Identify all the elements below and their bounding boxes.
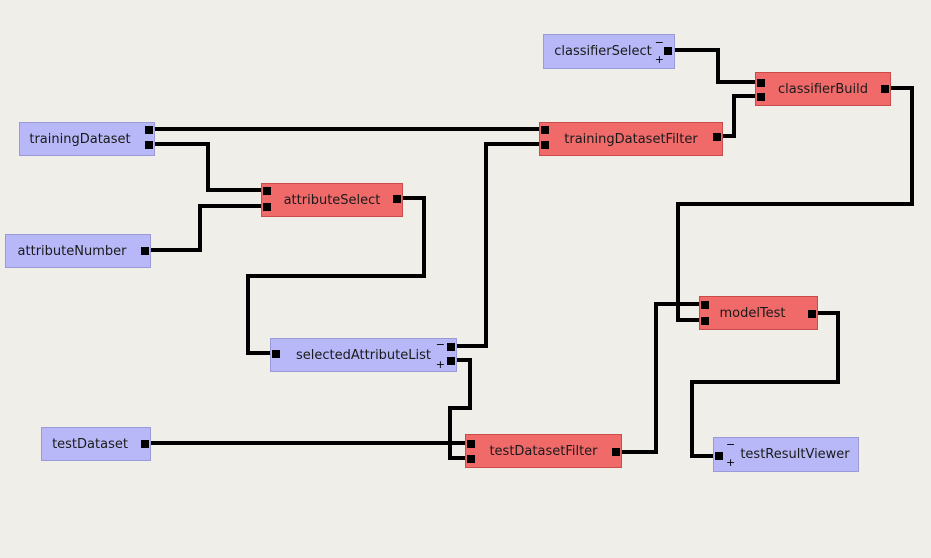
output-port[interactable] [447, 343, 455, 351]
testdatasetfilter-node[interactable]: testDatasetFilter [465, 434, 622, 468]
plus-sign-icon[interactable]: + [435, 358, 445, 371]
input-port[interactable] [757, 79, 765, 87]
wire-modeltest-testresultviewer [690, 311, 840, 458]
input-port[interactable] [715, 452, 723, 460]
node-label: trainingDatasetFilter [564, 131, 698, 147]
wire-attributeselect-selectedattributelist [246, 196, 426, 355]
output-port[interactable] [145, 126, 153, 134]
output-port[interactable] [141, 247, 149, 255]
output-port[interactable] [393, 195, 401, 203]
node-label: classifierSelect [554, 44, 652, 59]
trainingdataset-node[interactable]: trainingDataset [19, 122, 155, 156]
testresultviewer-node[interactable]: − + testResultViewer [713, 437, 859, 472]
input-port[interactable] [467, 440, 475, 448]
wire-trainingdatasetfilter-classifierbuild [718, 94, 760, 138]
output-port[interactable] [447, 357, 455, 365]
input-port[interactable] [701, 301, 709, 309]
input-port[interactable] [263, 187, 271, 195]
modeltest-node[interactable]: modelTest [699, 296, 818, 330]
classifierselect-node[interactable]: classifierSelect − + [543, 34, 675, 69]
input-port[interactable] [541, 126, 549, 134]
output-port[interactable] [612, 448, 620, 456]
plus-sign-icon[interactable]: + [654, 53, 664, 66]
node-label: testDataset [52, 436, 128, 452]
output-port[interactable] [808, 310, 816, 318]
wire-trainingdataset-attributeselect [150, 142, 266, 192]
node-label: modelTest [719, 305, 786, 321]
input-port[interactable] [467, 455, 475, 463]
classifierbuild-node[interactable]: classifierBuild [755, 72, 891, 106]
plus-sign-icon[interactable]: + [726, 456, 736, 469]
input-port[interactable] [263, 203, 271, 211]
wire-classifierbuild-modeltest [676, 86, 914, 322]
wire-classifierselect-classifierbuild [670, 48, 760, 84]
wire-selectedattributelist-testdatasetfilter [448, 358, 472, 460]
attributenumber-node[interactable]: attributeNumber [5, 234, 151, 268]
output-port[interactable] [713, 133, 721, 141]
minus-sign-icon[interactable]: − [435, 338, 445, 351]
wire-attributenumber-attributeselect [146, 204, 266, 252]
node-label: attributeSelect [283, 192, 381, 208]
node-label: testResultViewer [740, 447, 850, 462]
node-label: classifierBuild [777, 81, 869, 97]
trainingdatasetfilter-node[interactable]: trainingDatasetFilter [539, 122, 723, 156]
wire-selectedattributelist-trainingdatasetfilter [452, 142, 544, 348]
selectedattributelist-node[interactable]: selectedAttributeList − + [270, 338, 457, 372]
node-label: testDatasetFilter [489, 443, 598, 459]
minus-sign-icon[interactable]: − [726, 438, 736, 451]
wire-testdatasetfilter-modeltest [614, 302, 704, 454]
minus-sign-icon[interactable]: − [654, 36, 664, 49]
node-label: selectedAttributeList [295, 347, 431, 363]
testdataset-node[interactable]: testDataset [41, 427, 151, 461]
node-label: trainingDataset [29, 131, 131, 147]
output-port[interactable] [141, 440, 149, 448]
node-label: attributeNumber [17, 243, 127, 259]
input-port[interactable] [541, 141, 549, 149]
input-port[interactable] [272, 350, 280, 358]
output-port[interactable] [145, 141, 153, 149]
output-port[interactable] [881, 85, 889, 93]
input-port[interactable] [701, 317, 709, 325]
output-port[interactable] [664, 47, 672, 55]
input-port[interactable] [757, 93, 765, 101]
attributeselect-node[interactable]: attributeSelect [261, 183, 403, 217]
